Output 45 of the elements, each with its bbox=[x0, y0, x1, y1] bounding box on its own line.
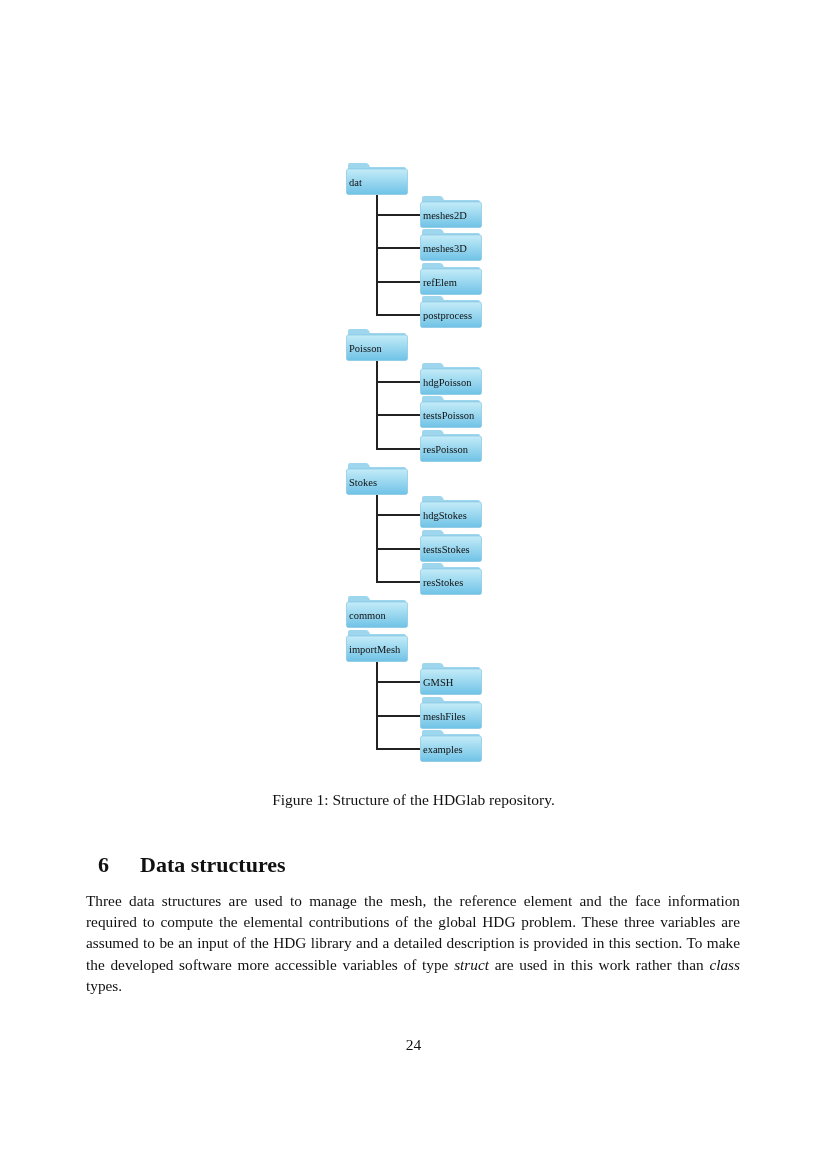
folder-name: hdgStokes bbox=[423, 510, 467, 522]
folder-icon bbox=[420, 730, 482, 762]
folder-name: common bbox=[349, 610, 386, 622]
folder-name: meshes2D bbox=[423, 210, 467, 222]
folder-icon bbox=[346, 596, 408, 628]
folder-name: hdgPoisson bbox=[423, 377, 472, 389]
folder-name: Stokes bbox=[349, 477, 377, 489]
folder-icon bbox=[420, 530, 482, 562]
folder-name: resPoisson bbox=[423, 444, 468, 456]
figure-caption: Figure 1: Structure of the HDGlab repository. bbox=[271, 791, 556, 809]
folder-icon bbox=[346, 329, 408, 361]
folder-name: testsStokes bbox=[423, 544, 470, 556]
folder-icon bbox=[420, 296, 482, 328]
folder-name: importMesh bbox=[349, 644, 401, 656]
folder-icon bbox=[420, 196, 482, 228]
tree-connector bbox=[376, 661, 421, 750]
folder-name: refElem bbox=[423, 277, 457, 289]
folder-name: testsPoisson bbox=[423, 410, 475, 422]
page-number: 24 bbox=[404, 1036, 423, 1054]
tree-connector bbox=[376, 194, 421, 316]
folder-icon bbox=[346, 630, 408, 662]
folder-name: postprocess bbox=[423, 310, 472, 322]
folder-icon bbox=[420, 229, 482, 261]
body-paragraph: Three data structures are used to manage the mesh, the reference element and the face information required to compute the elemental contributions of the global HDG problem. These three variables are assumed to be an input of the HDG library and a detailed description is provided in this section. To make the developed software more accessible variables of type struct are used in this work rather than class types. bbox=[86, 891, 740, 996]
folder-icon bbox=[346, 463, 408, 495]
folder-icon bbox=[420, 663, 482, 695]
folder-icon bbox=[420, 363, 482, 395]
folder-icon bbox=[420, 263, 482, 295]
tree-connector bbox=[376, 360, 421, 450]
section-heading: Data structures bbox=[140, 852, 286, 878]
section-number: 6 bbox=[98, 852, 109, 878]
folder-name: meshFiles bbox=[423, 711, 466, 723]
folder-icon bbox=[420, 430, 482, 462]
folder-name: dat bbox=[349, 177, 362, 189]
folder-icon bbox=[420, 396, 482, 428]
folder-name: examples bbox=[423, 744, 463, 756]
folder-name: resStokes bbox=[423, 577, 464, 589]
folder-icon bbox=[420, 563, 482, 595]
folder-name: GMSH bbox=[423, 677, 454, 689]
tree-connector bbox=[376, 494, 421, 583]
folder-icon bbox=[346, 163, 408, 195]
folder-name: Poisson bbox=[349, 343, 382, 355]
folder-icon bbox=[420, 697, 482, 729]
folder-name: meshes3D bbox=[423, 243, 467, 255]
folder-icon bbox=[420, 496, 482, 528]
